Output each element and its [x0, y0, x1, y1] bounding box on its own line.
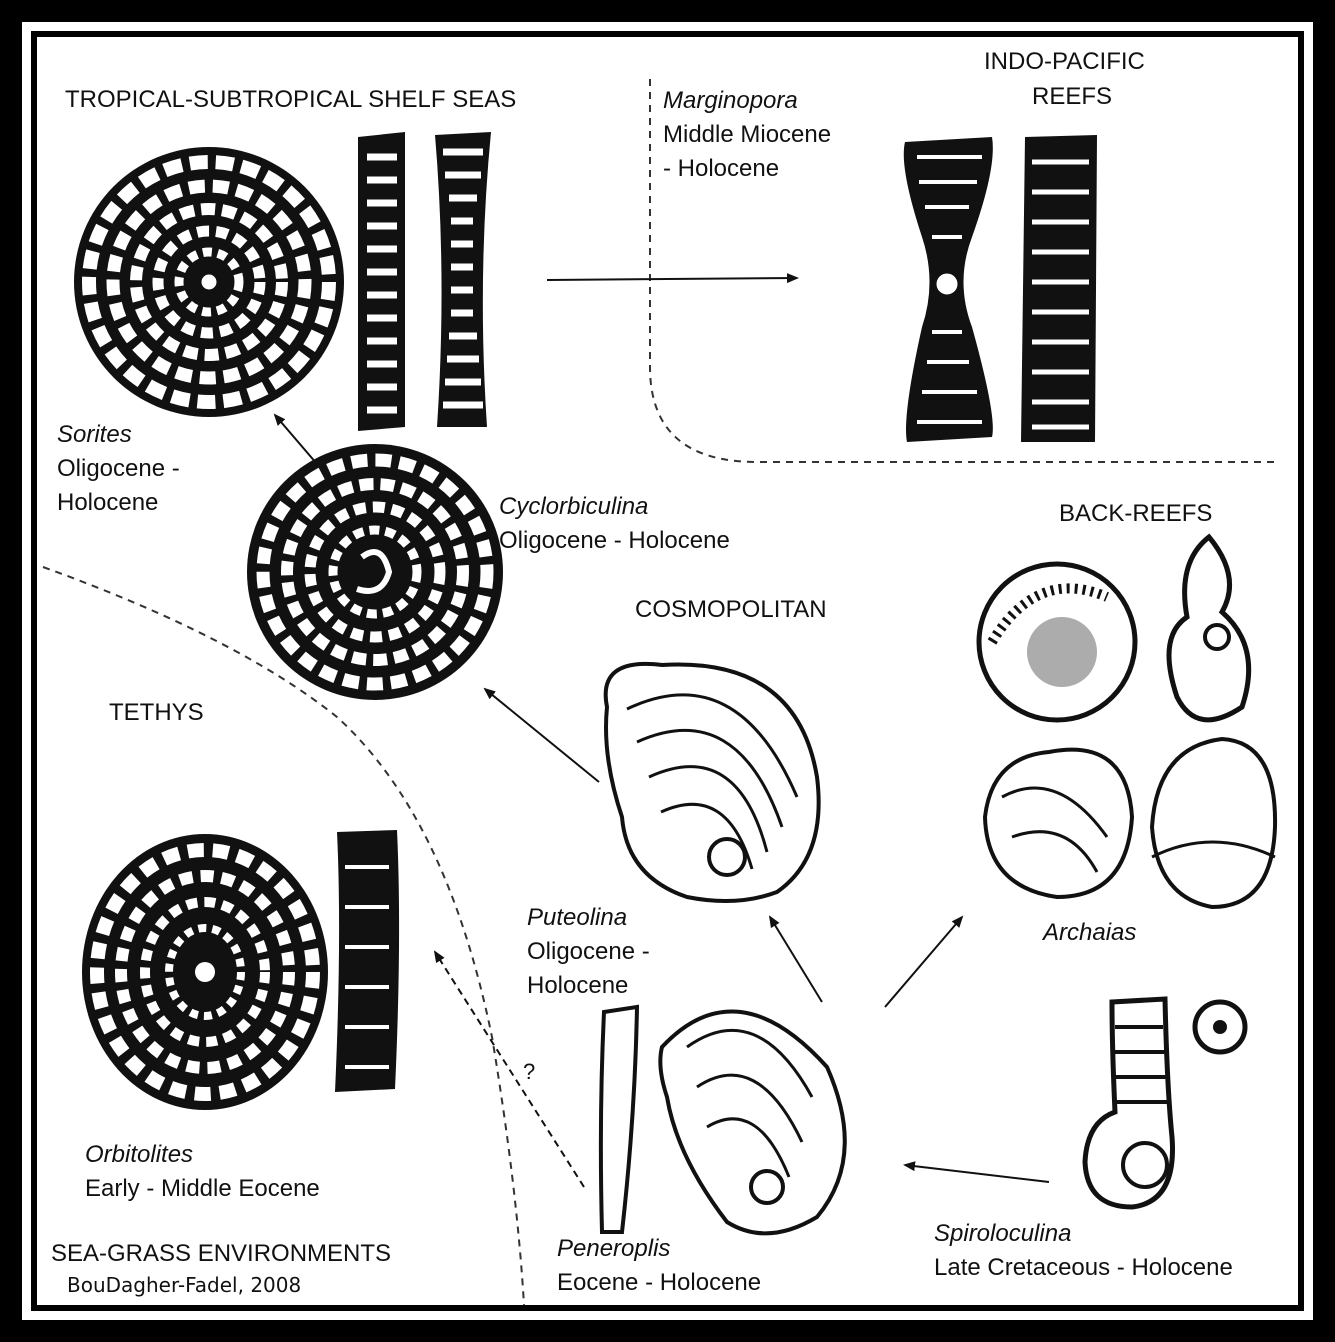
archaias-name: Archaias — [1043, 919, 1137, 946]
sorites-disc-illustration — [74, 147, 344, 417]
region-indo-pacific-label-2: REEFS — [1032, 83, 1113, 110]
peneroplis-range-1: Eocene - Holocene — [557, 1269, 762, 1296]
peneroplis-name: Peneroplis — [557, 1235, 671, 1262]
boundary-tethys — [42, 566, 525, 1305]
region-sea-grass-label: SEA-GRASS ENVIRONMENTS — [51, 1240, 392, 1267]
arrow-peneroplis-to-orbitolites-dashed — [433, 950, 585, 1188]
orbitolites-label: Orbitolites Early - Middle Eocene — [85, 1138, 320, 1206]
archaias-illustrations — [976, 533, 1278, 910]
sorites-label: Sorites Oligocene - Holocene — [57, 418, 180, 520]
arrow-peneroplis-to-puteolina — [768, 915, 823, 1003]
uncertain-question-mark: ? — [523, 1059, 536, 1084]
puteolina-range-2: Holocene — [527, 972, 629, 999]
spiroloculina-illustration — [1082, 996, 1248, 1210]
cyclorbiculina-name: Cyclorbiculina — [499, 493, 649, 520]
arrow-peneroplis-to-archaias — [884, 915, 964, 1008]
marginopora-label: Marginopora Middle Miocene - Holocene — [663, 84, 831, 186]
marginopora-range-1: Middle Miocene — [663, 121, 832, 148]
orbitolites-name: Orbitolites — [85, 1141, 194, 1168]
sorites-range-1: Oligocene - — [57, 455, 180, 482]
region-tropical-label: TROPICAL-SUBTROPICAL SHELF SEAS — [65, 86, 517, 113]
foraminifera-evolution-diagram — [42, 79, 1278, 1305]
orbitolites-range-1: Early - Middle Eocene — [85, 1175, 320, 1202]
puteolina-label: Puteolina Oligocene - Holocene — [527, 901, 650, 1003]
region-back-reefs-label: BACK-REEFS — [1059, 500, 1213, 527]
puteolina-range-1: Oligocene - — [527, 938, 650, 965]
boundary-indo-pacific — [649, 79, 1277, 463]
sorites-side-view-1 — [358, 132, 405, 431]
peneroplis-label: Peneroplis Eocene - Holocene — [557, 1232, 761, 1300]
arrow-sorites-to-marginopora — [546, 273, 799, 284]
cyclorbiculina-disc-illustration — [247, 444, 503, 700]
marginopora-range-2: - Holocene — [663, 155, 780, 182]
puteolina-name: Puteolina — [527, 904, 628, 931]
region-tethys-label: TETHYS — [109, 699, 204, 726]
arrow-cyclorbiculina-to-sorites — [273, 413, 318, 465]
sorites-name: Sorites — [57, 421, 132, 448]
cyclorbiculina-label: Cyclorbiculina Oligocene - Holocene — [499, 490, 730, 558]
diagram-canvas: TROPICAL-SUBTROPICAL SHELF SEAS INDO-PAC… — [37, 37, 1298, 1305]
region-cosmopolitan-label: COSMOPOLITAN — [635, 596, 827, 623]
marginopora-name: Marginopora — [663, 87, 798, 114]
sorites-side-view-2 — [435, 132, 491, 427]
arrow-spiroloculina-to-peneroplis — [903, 1161, 1050, 1183]
marginopora-side-view — [1021, 135, 1097, 442]
sorites-range-2: Holocene — [57, 489, 159, 516]
orbitolites-side-view — [335, 830, 400, 1092]
spiroloculina-range-1: Late Cretaceous - Holocene — [934, 1254, 1233, 1281]
orbitolites-disc-illustration — [82, 834, 328, 1110]
arrow-puteolina-to-cyclorbiculina — [483, 687, 600, 783]
peneroplis-illustration — [598, 1004, 847, 1236]
marginopora-hourglass-view — [903, 137, 993, 442]
puteolina-illustration — [603, 662, 821, 903]
cyclorbiculina-range-1: Oligocene - Holocene — [499, 527, 730, 554]
credit-text: BouDagher-Fadel, 2008 — [67, 1273, 302, 1297]
region-indo-pacific-label-1: INDO-PACIFIC — [984, 48, 1145, 75]
spiroloculina-name: Spiroloculina — [934, 1220, 1072, 1247]
archaias-label: Archaias — [1043, 916, 1136, 950]
spiroloculina-label: Spiroloculina Late Cretaceous - Holocene — [934, 1217, 1233, 1285]
